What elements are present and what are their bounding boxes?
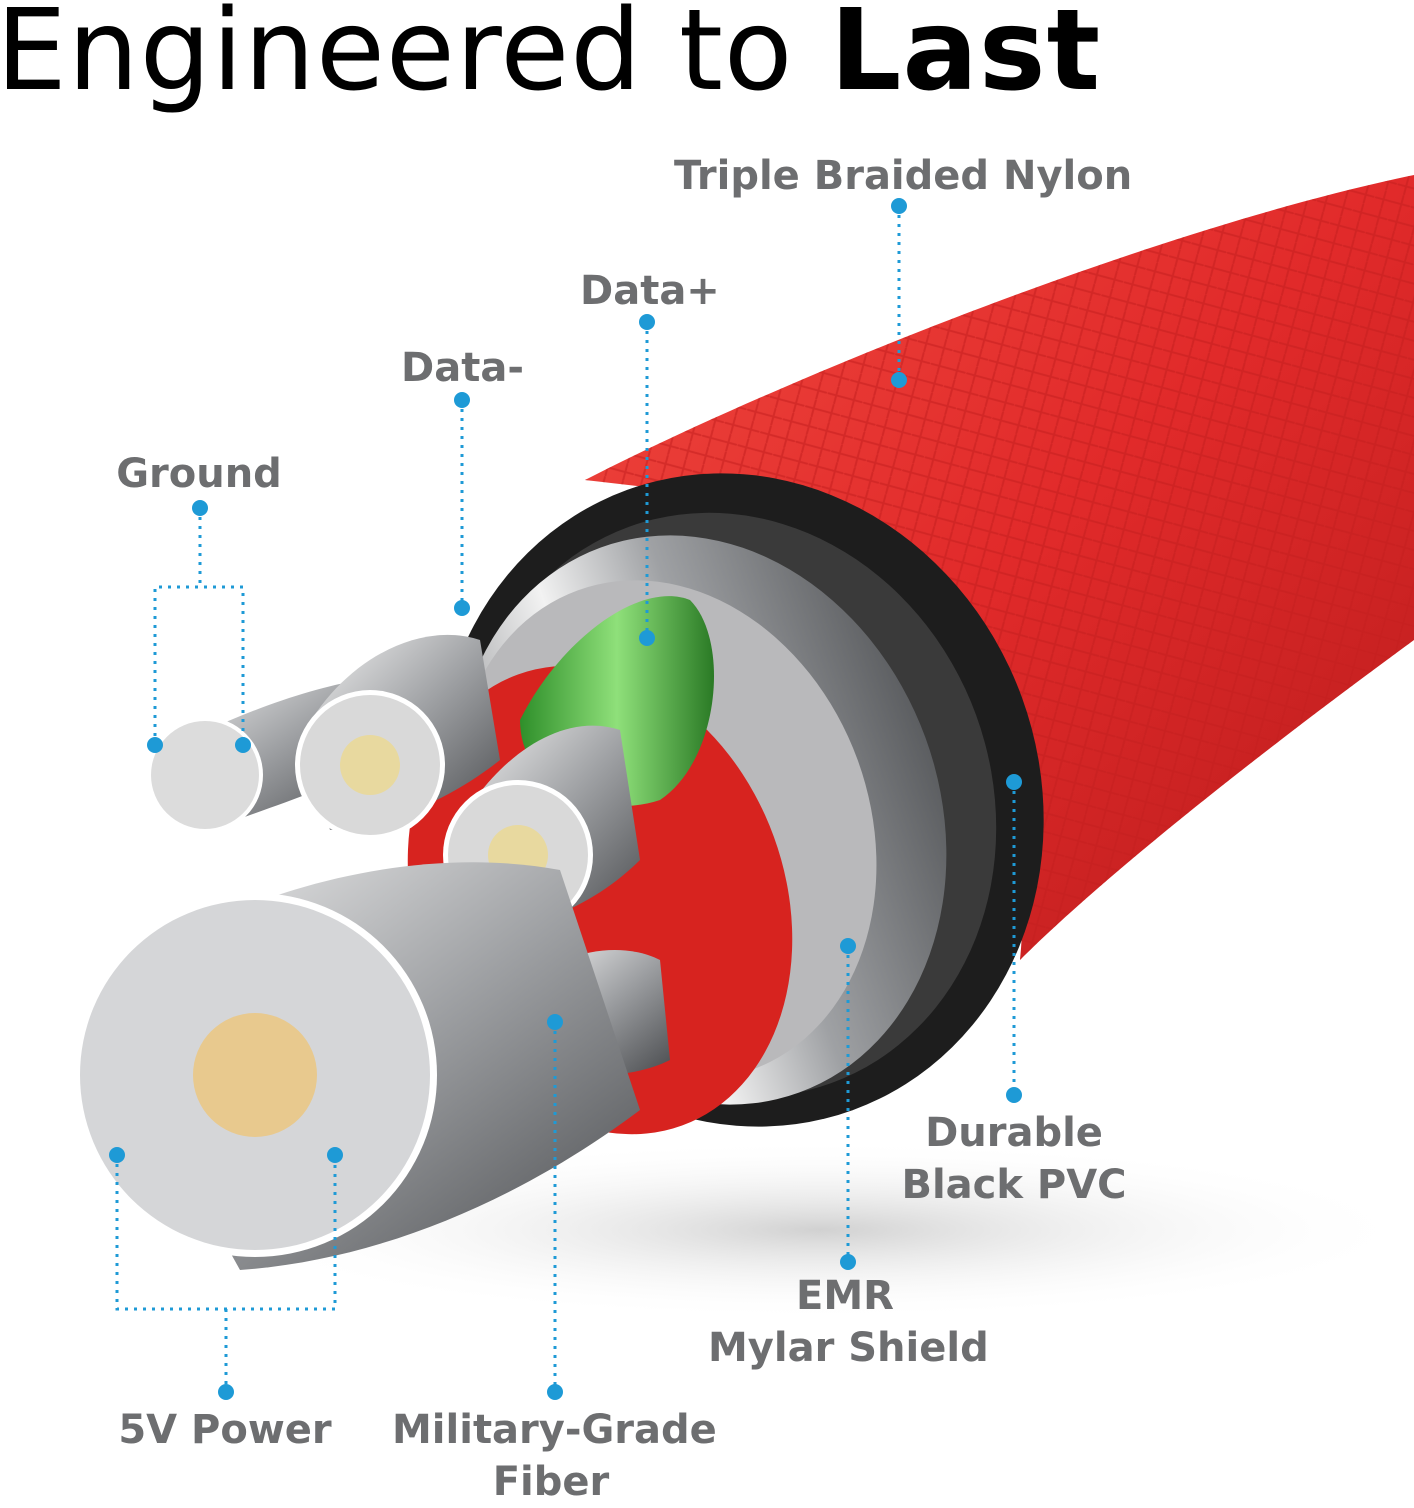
label-military-grade-fiber-line2: Fiber xyxy=(492,1459,610,1505)
leader-dots xyxy=(109,198,1022,1400)
label-data-minus: Data- xyxy=(401,345,524,391)
label-emr-mylar-shield: EMR Mylar Shield xyxy=(708,1270,989,1374)
label-military-grade-fiber: Military-Grade Fiber xyxy=(392,1404,717,1508)
title-bold: Last xyxy=(829,0,1102,116)
label-emr-mylar-shield-line1: EMR xyxy=(796,1273,894,1319)
label-data-plus: Data+ xyxy=(580,268,720,314)
leader-lines xyxy=(115,206,1016,1392)
label-durable-black-pvc: Durable Black PVC xyxy=(898,1107,1130,1211)
label-durable-black-pvc-line2: Black PVC xyxy=(901,1162,1127,1208)
data-minus-wire-end xyxy=(295,690,445,840)
label-durable-black-pvc-line1: Durable xyxy=(925,1110,1103,1156)
label-5v-power: 5V Power xyxy=(118,1407,332,1453)
label-ground: Ground xyxy=(116,451,282,497)
label-emr-mylar-shield-line2: Mylar Shield xyxy=(708,1325,989,1371)
power-wire-end xyxy=(73,893,437,1257)
title-regular: Engineered to xyxy=(0,0,830,116)
label-triple-braided-nylon: Triple Braided Nylon xyxy=(674,153,1133,199)
ground-wire-end xyxy=(147,717,263,833)
page-title: Engineered to Last xyxy=(0,0,1101,116)
label-military-grade-fiber-line1: Military-Grade xyxy=(392,1407,717,1453)
